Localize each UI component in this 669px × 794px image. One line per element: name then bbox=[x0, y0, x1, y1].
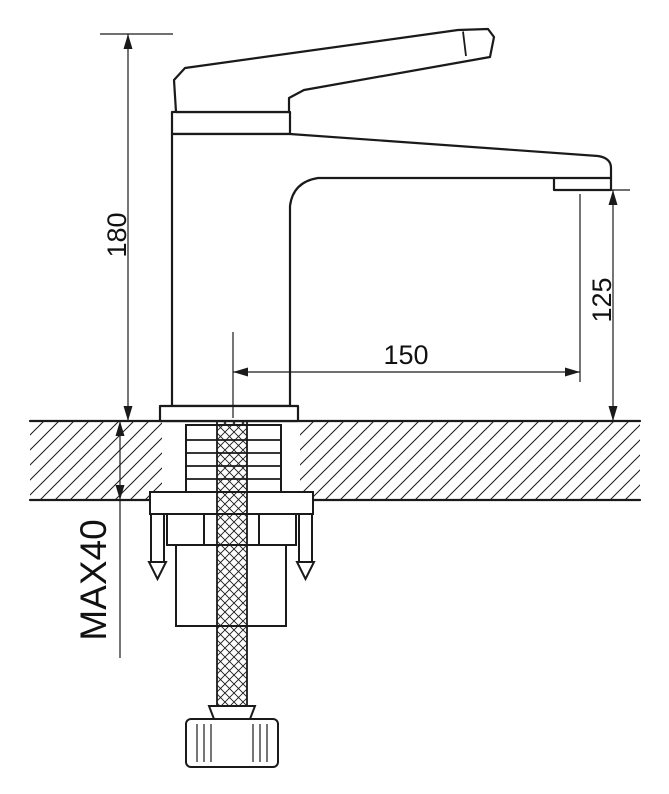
arrowhead-up bbox=[123, 34, 133, 49]
dimension-spout-reach: 150 bbox=[232, 194, 581, 418]
mounting-bolt-left bbox=[150, 513, 165, 564]
countertop-hatch-left bbox=[30, 421, 162, 500]
faucet-body-and-spout bbox=[170, 132, 613, 408]
arrowhead-down bbox=[123, 406, 133, 421]
cartridge-collar bbox=[170, 110, 292, 136]
arrowhead-down bbox=[608, 406, 618, 421]
base-flange bbox=[158, 404, 300, 423]
faucet-handle-lever bbox=[172, 27, 496, 114]
handle-tip-detail-line bbox=[462, 31, 467, 57]
hose-collar bbox=[207, 705, 257, 720]
arrowhead-up bbox=[115, 421, 125, 436]
dimension-spout-height: 125 bbox=[587, 189, 630, 421]
arrowhead-up bbox=[608, 190, 618, 205]
arrowhead-left bbox=[233, 367, 248, 377]
mounting-hardware bbox=[147, 421, 316, 768]
bracket-tab-right bbox=[258, 513, 297, 546]
bracket-tab-left bbox=[166, 513, 205, 546]
mounting-bolt-right bbox=[298, 513, 313, 564]
faucet bbox=[158, 27, 613, 423]
bolt-tip-right bbox=[295, 561, 316, 582]
bolt-tip-left bbox=[147, 561, 168, 582]
threaded-rod bbox=[216, 421, 248, 706]
countertop-hatch-right bbox=[300, 421, 640, 500]
dimension-overall-height: 180 bbox=[100, 33, 173, 421]
dim-spout-reach-label: 150 bbox=[383, 340, 428, 370]
dim-overall-height-label: 180 bbox=[102, 212, 132, 257]
dim-max-thickness-label: MAX40 bbox=[73, 519, 114, 640]
countertop-section bbox=[28, 419, 642, 502]
dimension-max-thickness: MAX40 bbox=[73, 421, 125, 658]
arrowhead-down bbox=[115, 485, 125, 500]
dim-spout-height-label: 125 bbox=[587, 277, 617, 322]
arrowhead-right bbox=[565, 367, 580, 377]
supply-connector-nut bbox=[185, 718, 279, 768]
